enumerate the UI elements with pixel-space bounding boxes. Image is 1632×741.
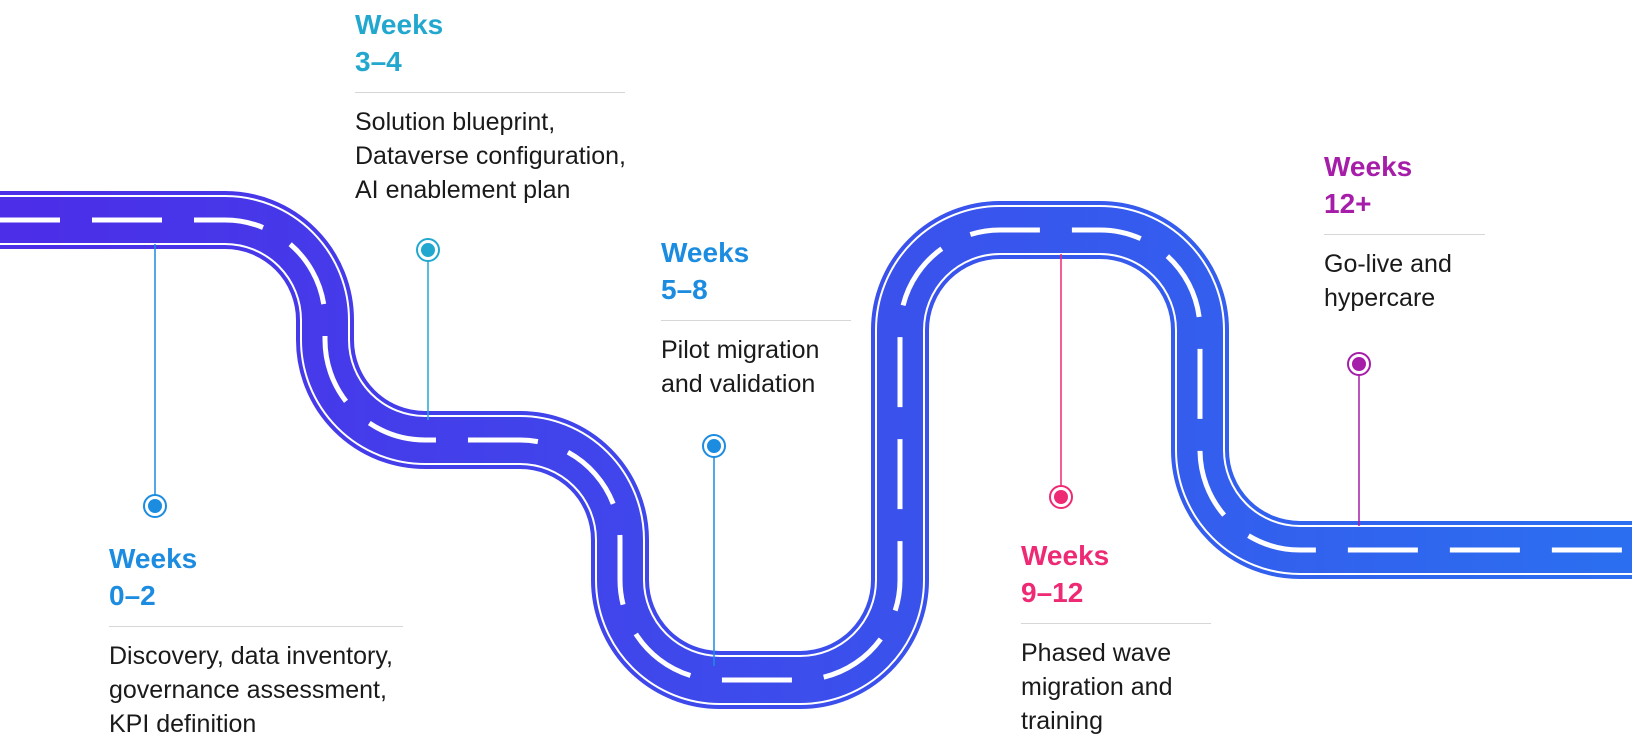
- milestone-divider: [1324, 234, 1485, 235]
- milestone-connector-1: [416, 238, 440, 420]
- weeks-range: 3–4: [355, 46, 402, 77]
- milestone-divider: [661, 320, 851, 321]
- milestone-title: Weeks 9–12: [1021, 537, 1241, 611]
- milestone-connector-0: [143, 244, 167, 518]
- weeks-label: Weeks: [1021, 540, 1110, 571]
- milestone-connectors: [143, 238, 1371, 666]
- milestone-description: Discovery, data inventory, governance as…: [109, 642, 393, 738]
- weeks-range: 5–8: [661, 274, 708, 305]
- milestone-divider: [109, 626, 403, 627]
- milestone-weeks-12-plus: Weeks 12+ Go-live and hypercare: [1324, 148, 1524, 315]
- milestone-title: Weeks 5–8: [661, 234, 881, 308]
- winding-road: [0, 191, 1632, 709]
- milestone-description: Go-live and hypercare: [1324, 250, 1452, 312]
- milestone-weeks-3-4: Weeks 3–4 Solution blueprint, Dataverse …: [355, 6, 685, 207]
- milestone-title: Weeks 0–2: [109, 540, 409, 614]
- weeks-range: 12+: [1324, 188, 1372, 219]
- milestone-title: Weeks 3–4: [355, 6, 685, 80]
- milestone-connector-4: [1347, 352, 1371, 526]
- milestone-description: Solution blueprint, Dataverse configurat…: [355, 108, 626, 204]
- milestone-title: Weeks 12+: [1324, 148, 1524, 222]
- milestone-connector-2: [702, 434, 726, 666]
- milestone-weeks-0-2: Weeks 0–2 Discovery, data inventory, gov…: [109, 540, 409, 741]
- weeks-label: Weeks: [661, 237, 750, 268]
- milestone-weeks-5-8: Weeks 5–8 Pilot migration and validation: [661, 234, 881, 401]
- map-pin-icon: [707, 439, 721, 453]
- milestone-connector-3: [1049, 254, 1073, 509]
- map-pin-icon: [421, 243, 435, 257]
- map-pin-icon: [1352, 357, 1366, 371]
- map-pin-icon: [1054, 490, 1068, 504]
- weeks-range: 0–2: [109, 580, 156, 611]
- milestone-divider: [1021, 623, 1211, 624]
- weeks-label: Weeks: [109, 543, 198, 574]
- weeks-label: Weeks: [1324, 151, 1413, 182]
- milestone-divider: [355, 92, 625, 93]
- milestone-description: Pilot migration and validation: [661, 336, 820, 398]
- milestone-weeks-9-12: Weeks 9–12 Phased wave migration and tra…: [1021, 537, 1241, 738]
- map-pin-icon: [148, 499, 162, 513]
- weeks-label: Weeks: [355, 9, 444, 40]
- weeks-range: 9–12: [1021, 577, 1084, 608]
- milestone-description: Phased wave migration and training: [1021, 639, 1173, 735]
- road-lane-dashes: [0, 217, 1632, 683]
